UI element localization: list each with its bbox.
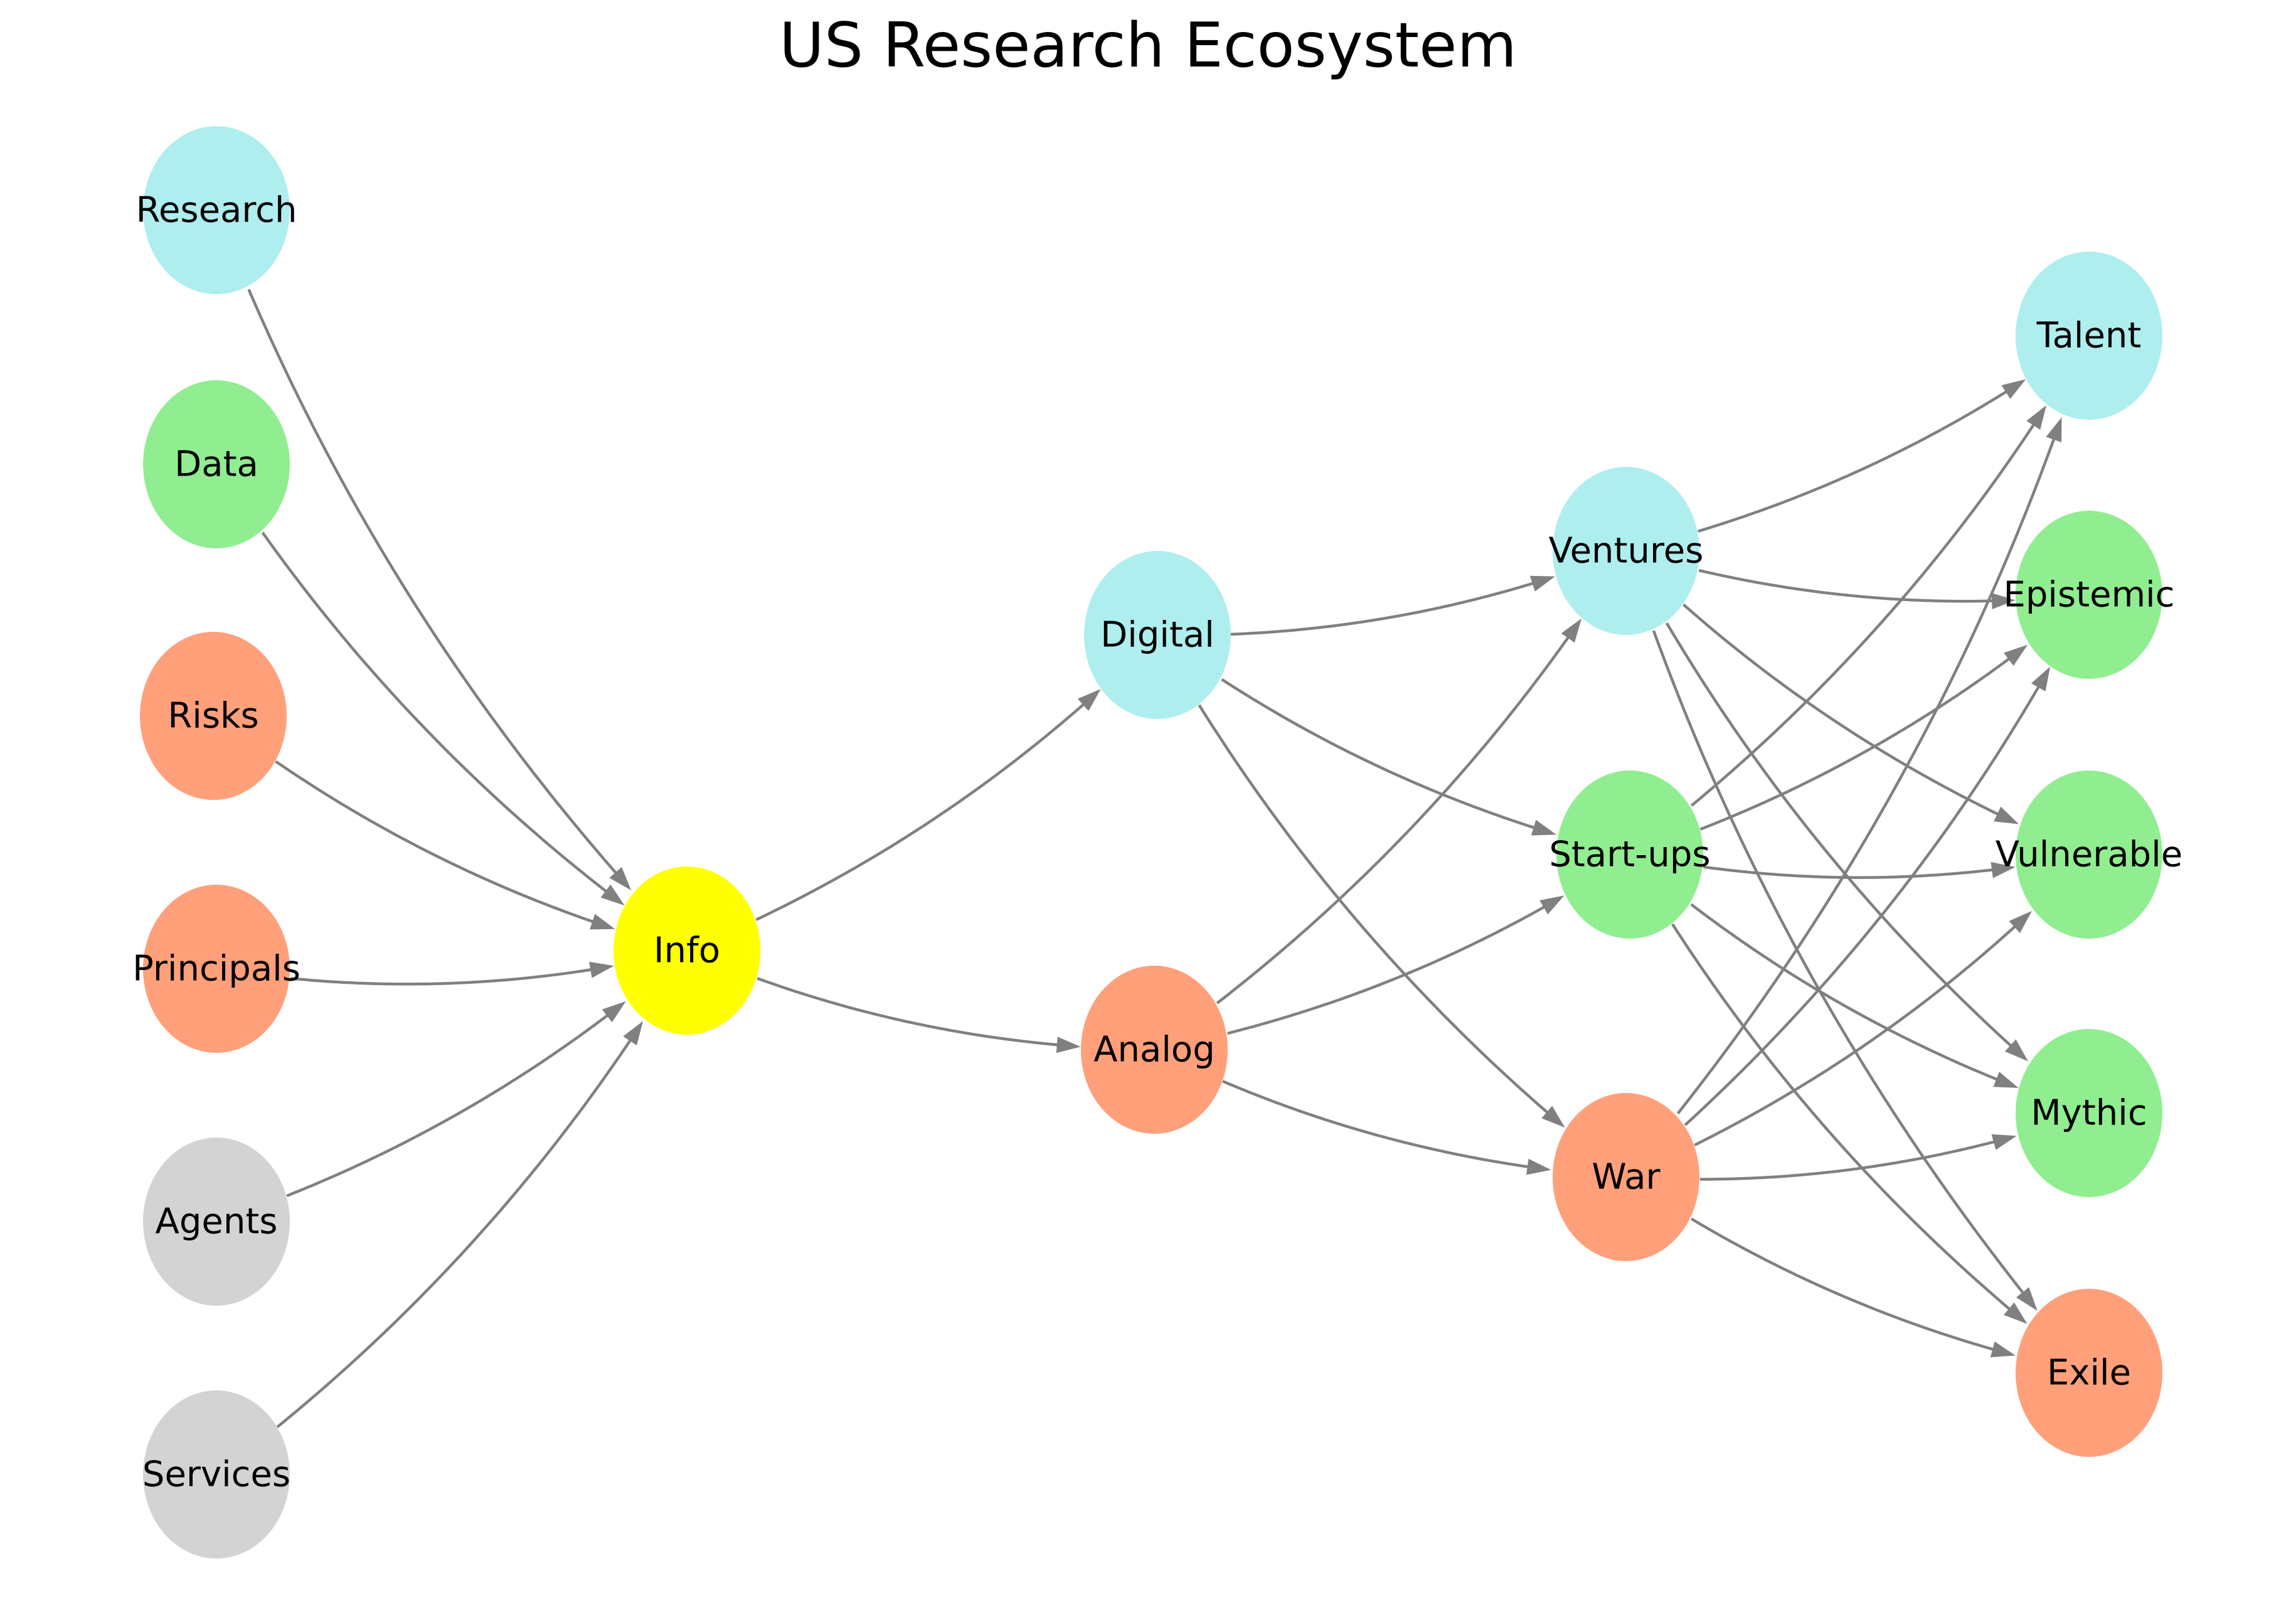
edge-principals-info xyxy=(290,967,597,986)
node-digital xyxy=(1084,551,1231,719)
edge-analog-startups xyxy=(1227,903,1550,1035)
edge-digital-ventures xyxy=(1230,580,1539,636)
node-data xyxy=(143,380,290,548)
node-research xyxy=(143,126,290,294)
edge-ventures-vulnerable xyxy=(1682,603,2004,818)
arrowhead-services-info xyxy=(623,1021,644,1046)
node-label-war: War xyxy=(1592,1157,1661,1198)
edge-war-exile xyxy=(1690,1217,1999,1353)
node-principals xyxy=(143,885,290,1053)
edge-ventures-exile xyxy=(1652,630,2028,1298)
arrowhead-war-talent xyxy=(2046,417,2062,442)
diagram-title: US Research Ecosystem xyxy=(779,10,1517,82)
arrowhead-analog-ventures xyxy=(1561,618,1582,643)
arrowhead-research-info xyxy=(609,866,632,890)
arrowhead-war-epistemic xyxy=(2031,666,2051,691)
node-layer xyxy=(140,126,2162,1559)
node-ventures xyxy=(1553,467,1699,635)
label-layer: ResearchDataRisksPrincipalsAgentsService… xyxy=(132,190,2182,1495)
node-label-services: Services xyxy=(142,1454,290,1495)
node-exile xyxy=(2016,1289,2162,1457)
node-label-exile: Exile xyxy=(2047,1353,2131,1394)
node-label-ventures: Ventures xyxy=(1549,531,1704,572)
arrowhead-startups-mythic xyxy=(1993,1072,2019,1088)
arrowhead-startups-vulnerable xyxy=(1990,861,2016,878)
node-vulnerable xyxy=(2016,771,2162,939)
arrowhead-info-analog xyxy=(1056,1037,1081,1053)
edge-ventures-mythic xyxy=(1665,622,2016,1051)
arrowhead-data-info xyxy=(600,884,625,906)
node-label-research: Research xyxy=(136,190,297,231)
edge-startups-mythic xyxy=(1690,903,2002,1083)
node-label-epistemic: Epistemic xyxy=(2004,575,2175,616)
node-mythic xyxy=(2016,1029,2162,1197)
arrowhead-ventures-vulnerable xyxy=(1994,806,2019,824)
edge-layer xyxy=(247,289,2062,1429)
node-label-startups: Start-ups xyxy=(1549,834,1710,875)
node-label-digital: Digital xyxy=(1100,615,1214,656)
arrowhead-principals-info xyxy=(589,961,614,978)
edge-services-info xyxy=(276,1035,635,1429)
arrowhead-war-mythic xyxy=(1991,1134,2017,1150)
arrowhead-startups-epistemic xyxy=(2004,644,2028,666)
edge-startups-talent xyxy=(1690,419,2038,807)
arrowhead-startups-exile xyxy=(2004,1302,2028,1324)
node-label-vulnerable: Vulnerable xyxy=(1996,834,2182,875)
edge-analog-war xyxy=(1222,1080,1534,1170)
edge-risks-info xyxy=(275,760,598,925)
arrowhead-ventures-exile xyxy=(2016,1287,2038,1311)
edge-data-info xyxy=(261,531,612,896)
node-label-principals: Principals xyxy=(132,949,300,989)
node-epistemic xyxy=(2016,511,2162,679)
node-info xyxy=(614,866,760,1035)
node-label-talent: Talent xyxy=(2036,316,2142,356)
arrowhead-info-digital xyxy=(1077,689,1101,712)
node-talent xyxy=(2016,252,2162,420)
arrowhead-ventures-talent xyxy=(2001,379,2026,399)
edge-war-vulnerable xyxy=(1694,922,2020,1147)
arrowhead-analog-war xyxy=(1526,1158,1551,1175)
edge-digital-startups xyxy=(1221,678,1540,831)
arrowhead-risks-info xyxy=(590,914,615,930)
node-agents xyxy=(143,1138,290,1306)
arrowhead-digital-startups xyxy=(1531,819,1556,836)
edge-info-analog xyxy=(757,977,1063,1047)
edge-analog-ventures xyxy=(1216,632,1573,1005)
arrowhead-agents-info xyxy=(602,1001,626,1023)
arrowhead-ventures-mythic xyxy=(2005,1039,2028,1062)
node-risks xyxy=(140,632,287,800)
edge-info-digital xyxy=(755,700,1089,921)
edge-startups-epistemic xyxy=(1699,654,2014,831)
edge-digital-war xyxy=(1198,704,1553,1117)
arrowhead-war-vulnerable xyxy=(2009,910,2033,934)
node-label-risks: Risks xyxy=(167,696,258,737)
edge-war-mythic xyxy=(1699,1139,2000,1181)
node-analog xyxy=(1081,966,1228,1134)
edge-agents-info xyxy=(286,1011,613,1197)
arrowhead-digital-ventures xyxy=(1529,575,1555,592)
edge-ventures-epistemic xyxy=(1698,568,1998,603)
node-war xyxy=(1553,1093,1699,1261)
node-label-agents: Agents xyxy=(156,1202,278,1242)
node-label-data: Data xyxy=(174,444,258,485)
edge-research-info xyxy=(247,289,621,878)
edge-ventures-talent xyxy=(1698,387,2012,533)
node-services xyxy=(143,1390,290,1559)
node-label-info: Info xyxy=(654,930,720,971)
arrowhead-digital-war xyxy=(1541,1106,1565,1128)
arrowhead-startups-talent xyxy=(2026,405,2046,430)
node-label-mythic: Mythic xyxy=(2031,1093,2147,1134)
arrowhead-war-exile xyxy=(1990,1341,2016,1358)
arrowhead-analog-startups xyxy=(1539,895,1565,915)
edge-startups-vulnerable xyxy=(1703,865,1998,879)
edge-war-talent xyxy=(1676,433,2058,1115)
edge-war-epistemic xyxy=(1684,681,2043,1126)
node-startups xyxy=(1556,771,1703,939)
node-label-analog: Analog xyxy=(1093,1030,1214,1070)
arrowhead-ventures-epistemic xyxy=(1991,593,2016,609)
edge-startups-exile xyxy=(1671,923,2015,1314)
